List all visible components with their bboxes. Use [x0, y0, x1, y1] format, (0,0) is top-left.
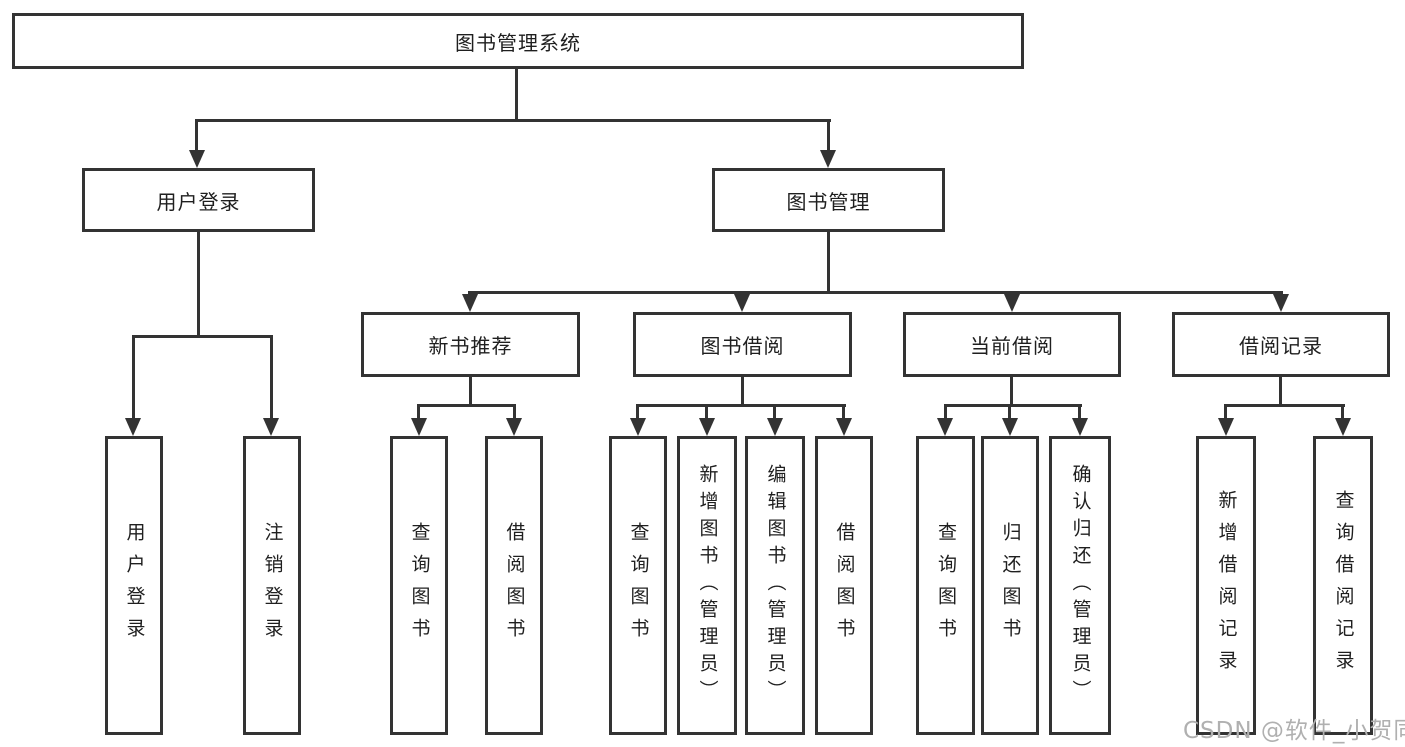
leaf-user-login-label: 用户登录	[123, 521, 146, 650]
arrow-down-icon	[1072, 418, 1088, 436]
arrow-down-icon	[1273, 294, 1289, 312]
leaf-logout: 注销登录	[243, 436, 301, 735]
arrow-down-icon	[1218, 418, 1234, 436]
leaf-borrow-books-recommend: 借阅图书	[485, 436, 543, 735]
leaf-borrow-books-recommend-label: 借阅图书	[503, 521, 526, 650]
node-book-borrowing: 图书借阅	[633, 312, 852, 377]
leaf-logout-label: 注销登录	[261, 521, 284, 650]
connector-line	[1078, 404, 1081, 420]
arrow-down-icon	[836, 418, 852, 436]
node-new-book-recommendation-label: 新书推荐	[428, 334, 513, 358]
leaf-add-books-admin-label: 新增图书（管理员）	[696, 464, 719, 707]
connector-line	[195, 119, 198, 152]
arrow-down-icon	[1335, 418, 1351, 436]
connector-line	[1008, 404, 1011, 420]
leaf-user-login: 用户登录	[105, 436, 163, 735]
connector-line	[705, 404, 708, 420]
leaf-edit-books-admin-label: 编辑图书（管理员）	[764, 464, 787, 707]
node-current-borrowing: 当前借阅	[903, 312, 1121, 377]
arrow-down-icon	[462, 294, 478, 312]
arrow-down-icon	[767, 418, 783, 436]
arrow-down-icon	[263, 418, 279, 436]
leaf-query-books-current-label: 查询图书	[935, 521, 957, 650]
node-library-management-system-label: 图书管理系统	[455, 30, 581, 55]
leaf-borrow-books-label: 借阅图书	[833, 521, 856, 650]
connector-line	[417, 404, 516, 407]
connector-line	[468, 291, 1283, 294]
connector-line	[636, 404, 846, 407]
leaf-borrow-books: 借阅图书	[815, 436, 873, 735]
connector-line	[842, 404, 845, 420]
arrow-down-icon	[820, 150, 836, 168]
node-borrowing-records-label: 借阅记录	[1239, 334, 1323, 358]
arrow-down-icon	[1004, 294, 1020, 312]
leaf-confirm-return-admin-label: 确认归还（管理员）	[1069, 464, 1092, 707]
arrow-down-icon	[699, 418, 715, 436]
connector-line	[197, 232, 200, 335]
connector-line	[636, 404, 639, 420]
connector-line	[1224, 404, 1227, 420]
arrow-down-icon	[506, 418, 522, 436]
connector-line	[1224, 404, 1345, 407]
arrow-down-icon	[937, 418, 953, 436]
leaf-query-books-recommend: 查询图书	[390, 436, 448, 735]
connector-line	[195, 119, 831, 122]
connector-line	[132, 335, 273, 338]
arrow-down-icon	[411, 418, 427, 436]
leaf-query-books-borrowing-label: 查询图书	[627, 521, 650, 650]
node-borrowing-records: 借阅记录	[1172, 312, 1390, 377]
connector-line	[469, 377, 472, 404]
node-book-management: 图书管理	[712, 168, 945, 232]
connector-line	[270, 335, 273, 420]
leaf-query-books-recommend-label: 查询图书	[408, 521, 431, 650]
connector-line	[773, 404, 776, 420]
connector-line	[944, 404, 947, 420]
connector-line	[1341, 404, 1344, 420]
connector-line	[1279, 377, 1282, 404]
connector-line	[944, 404, 1082, 407]
leaf-add-borrow-record: 新增借阅记录	[1196, 436, 1256, 735]
connector-line	[515, 69, 518, 119]
leaf-query-books-borrowing: 查询图书	[609, 436, 667, 735]
leaf-query-borrow-record-label: 查询借阅记录	[1332, 489, 1355, 682]
node-current-borrowing-label: 当前借阅	[970, 334, 1054, 358]
leaf-add-books-admin: 新增图书（管理员）	[677, 436, 737, 735]
leaf-query-borrow-record: 查询借阅记录	[1313, 436, 1373, 735]
node-library-management-system: 图书管理系统	[12, 13, 1024, 69]
arrow-down-icon	[189, 150, 205, 168]
connector-line	[827, 232, 830, 291]
connector-line	[417, 404, 420, 420]
connector-line	[513, 404, 516, 420]
connector-line	[1010, 377, 1013, 404]
leaf-return-books: 归还图书	[981, 436, 1039, 735]
node-book-borrowing-label: 图书借阅	[700, 334, 785, 358]
arrow-down-icon	[1002, 418, 1018, 436]
arrow-down-icon	[734, 294, 750, 312]
connector-line	[132, 335, 135, 420]
leaf-add-borrow-record-label: 新增借阅记录	[1215, 489, 1238, 682]
watermark: CSDN @软件_小贺同学	[1183, 718, 1405, 744]
node-user-login-label: 用户登录	[156, 189, 241, 214]
leaf-query-books-current: 查询图书	[916, 436, 975, 735]
arrow-down-icon	[630, 418, 646, 436]
node-new-book-recommendation: 新书推荐	[361, 312, 580, 377]
connector-line	[827, 119, 830, 152]
connector-line	[741, 377, 744, 404]
arrow-down-icon	[125, 418, 141, 436]
node-book-management-label: 图书管理	[786, 189, 871, 214]
leaf-return-books-label: 归还图书	[999, 521, 1022, 650]
leaf-confirm-return-admin: 确认归还（管理员）	[1049, 436, 1111, 735]
leaf-edit-books-admin: 编辑图书（管理员）	[745, 436, 805, 735]
node-user-login: 用户登录	[82, 168, 315, 232]
